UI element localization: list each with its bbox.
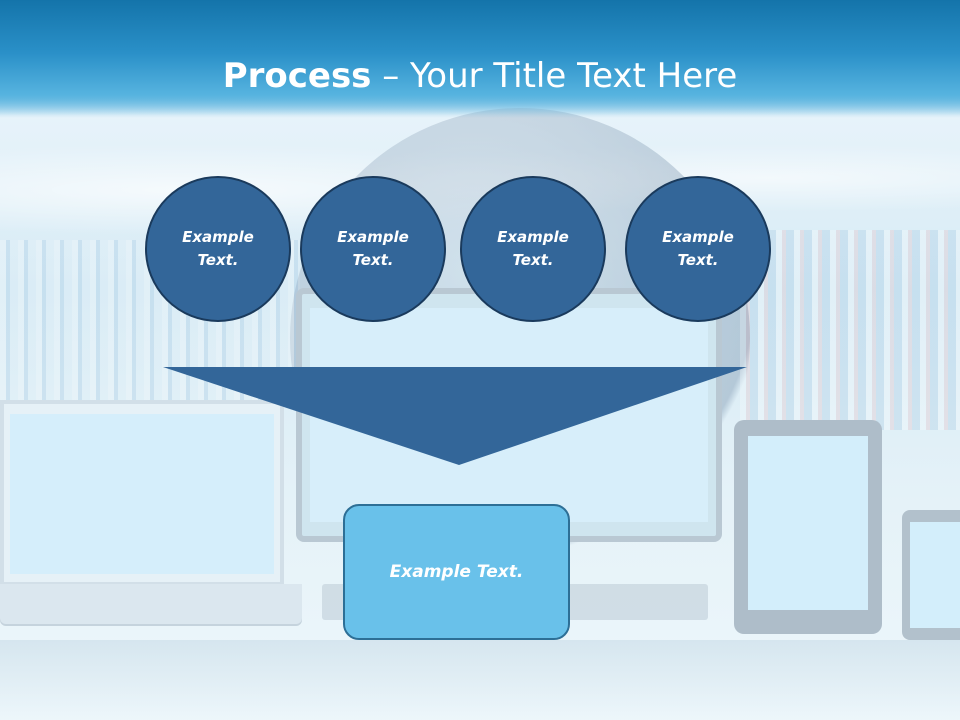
tablet-graphic xyxy=(734,420,882,634)
phone-graphic xyxy=(902,510,960,640)
step-3-line1: Example xyxy=(497,228,569,246)
slide-title[interactable]: Process – Your Title Text Here xyxy=(0,54,960,98)
step-3-line2: Text. xyxy=(512,251,554,269)
laptop-screen xyxy=(10,414,274,574)
step-1-line1: Example xyxy=(182,228,254,246)
title-bold-text: Process xyxy=(222,56,372,96)
step-4-line1: Example xyxy=(662,228,734,246)
phone-screen xyxy=(910,522,960,628)
step-1-text: Example Text. xyxy=(173,226,263,272)
step-1-line2: Text. xyxy=(197,251,239,269)
step-circle-4[interactable]: Example Text. xyxy=(625,176,771,322)
step-2-line2: Text. xyxy=(352,251,394,269)
laptop-graphic xyxy=(0,400,284,586)
result-text: Example Text. xyxy=(389,562,524,582)
tablet-screen xyxy=(748,436,868,610)
funnel-arrow[interactable] xyxy=(163,367,747,467)
binary-stream-right xyxy=(740,230,960,430)
step-4-line2: Text. xyxy=(677,251,719,269)
step-circle-2[interactable]: Example Text. xyxy=(300,176,446,322)
title-rest-text: – Your Title Text Here xyxy=(371,56,738,96)
title-band xyxy=(0,0,960,118)
laptop-base-graphic xyxy=(0,584,302,624)
result-box[interactable]: Example Text. xyxy=(343,504,570,640)
step-2-line1: Example xyxy=(337,228,409,246)
step-2-text: Example Text. xyxy=(328,226,418,272)
floor-reflection xyxy=(0,640,960,720)
funnel-arrow-shape xyxy=(163,367,747,465)
step-3-text: Example Text. xyxy=(488,226,578,272)
step-circle-3[interactable]: Example Text. xyxy=(460,176,606,322)
step-4-text: Example Text. xyxy=(653,226,743,272)
step-circle-1[interactable]: Example Text. xyxy=(145,176,291,322)
